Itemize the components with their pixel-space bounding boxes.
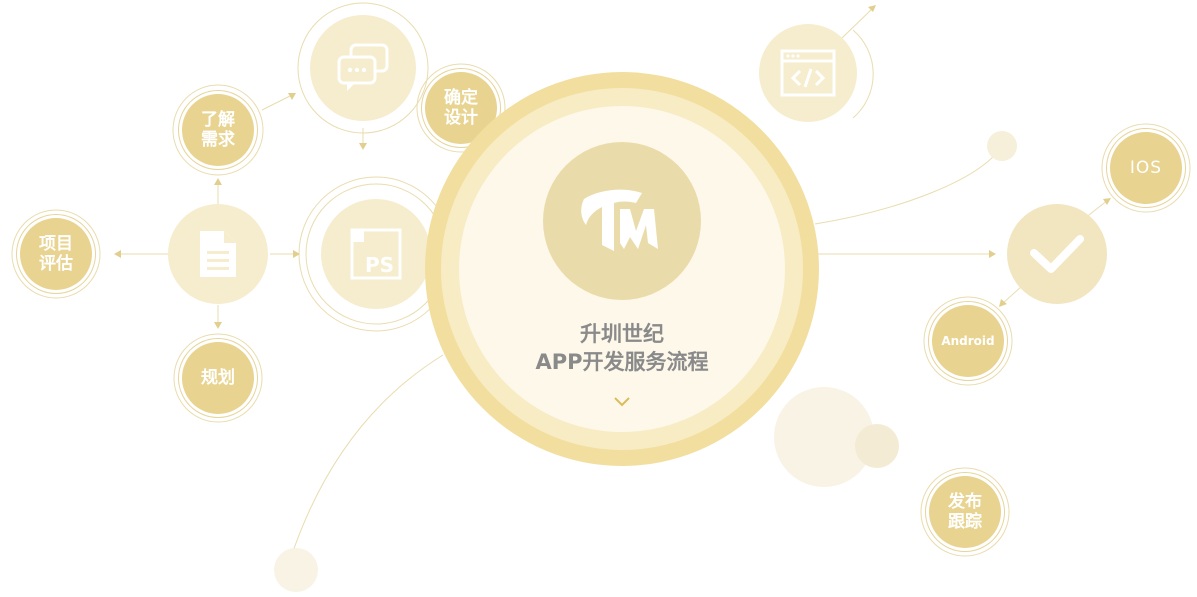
step-ios[interactable]: IOS [1110, 132, 1182, 204]
step-plan-label: 规划 [201, 368, 235, 388]
center-title-line2: APP开发服务流程 [535, 350, 709, 374]
checkmark-icon [1030, 235, 1084, 273]
document-node [168, 204, 268, 304]
step-evaluate[interactable]: 项目 评估 [20, 218, 92, 290]
step-publish-label: 发布 跟踪 [948, 492, 982, 532]
step-android[interactable]: Android [932, 305, 1004, 377]
check-node [1007, 204, 1107, 304]
code-node [759, 24, 857, 122]
photoshop-node: PS [321, 199, 431, 309]
step-understand[interactable]: 了解 需求 [182, 94, 254, 166]
chat-bubbles-icon [337, 43, 389, 91]
step-ios-label: IOS [1129, 158, 1163, 178]
chat-node [310, 15, 416, 121]
svg-text:PS: PS [365, 253, 394, 277]
step-confirm-label: 确定 设计 [444, 88, 478, 128]
chevron-down-icon[interactable] [611, 394, 633, 410]
step-android-label: Android [941, 334, 995, 348]
step-plan[interactable]: 规划 [182, 342, 254, 414]
document-icon [200, 231, 236, 277]
step-evaluate-label: 项目 评估 [39, 234, 73, 274]
photoshop-icon: PS [350, 228, 402, 280]
step-understand-label: 了解 需求 [201, 110, 235, 150]
logo-disc [543, 142, 701, 300]
code-window-icon [780, 49, 836, 97]
step-publish[interactable]: 发布 跟踪 [929, 476, 1001, 548]
center-title-line1: 升圳世纪 [580, 322, 664, 346]
tw-logo-icon [581, 189, 658, 251]
